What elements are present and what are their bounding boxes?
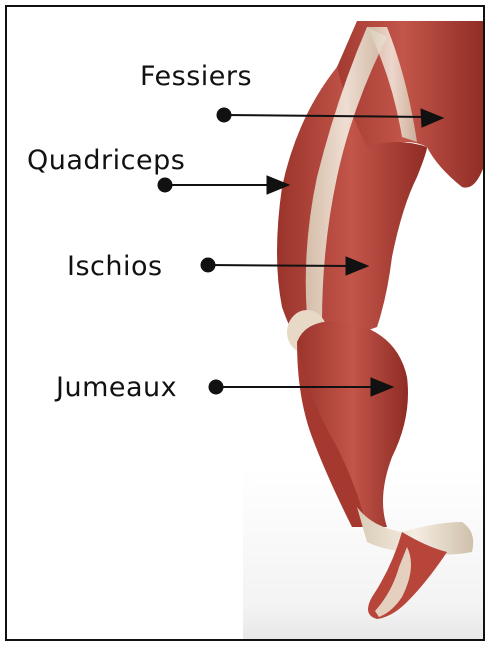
label-quadriceps: Quadriceps xyxy=(27,147,185,174)
leg-muscle-illustration xyxy=(7,7,485,641)
diagram-frame: Fessiers Quadriceps Ischios Jumeaux xyxy=(5,5,485,641)
label-fessiers: Fessiers xyxy=(140,63,252,90)
pointer-quadriceps xyxy=(158,176,289,194)
label-jumeaux: Jumeaux xyxy=(56,374,177,401)
pointer-line xyxy=(208,265,352,266)
label-ischios: Ischios xyxy=(67,253,163,280)
